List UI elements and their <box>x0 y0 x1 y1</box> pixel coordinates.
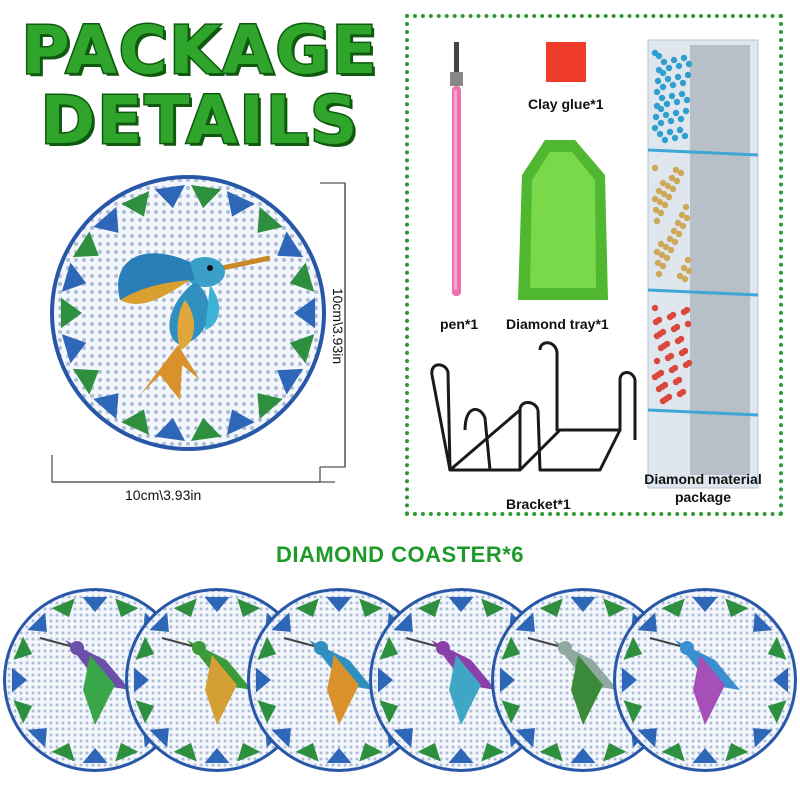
hummingbird-icon <box>39 637 130 725</box>
hummingbird-icon <box>161 637 252 725</box>
package-contents-box <box>405 14 783 516</box>
diamond-material-package-icon <box>647 39 759 489</box>
coaster-border-triangles <box>60 185 316 441</box>
diamond-tray-label: Diamond tray*1 <box>506 316 609 332</box>
title-line-1: PACKAGE <box>20 12 379 89</box>
clay-glue-label: Clay glue*1 <box>528 96 604 112</box>
material-package-label: Diamond material package <box>644 471 762 505</box>
hummingbird-icon <box>118 253 271 400</box>
clay-glue-icon <box>546 42 586 82</box>
coaster-6 <box>613 588 797 772</box>
hummingbird-icon <box>649 637 740 725</box>
pen-label: pen*1 <box>440 316 479 332</box>
diamond-tray-icon <box>518 140 608 300</box>
title-line-2: DETAILS <box>39 82 360 159</box>
dimension-lines <box>51 182 346 483</box>
width-dimension-label: 10cm\3.93in <box>125 487 202 503</box>
hummingbird-icon <box>283 637 374 725</box>
main-coaster <box>50 175 326 451</box>
hummingbird-icon <box>527 637 618 725</box>
bracket-label: Bracket*1 <box>506 496 571 512</box>
coasters-title: DIAMOND COASTER*6 <box>275 542 525 567</box>
pen-icon <box>450 42 463 296</box>
bracket-icon <box>430 341 637 472</box>
hummingbird-icon <box>405 637 496 725</box>
